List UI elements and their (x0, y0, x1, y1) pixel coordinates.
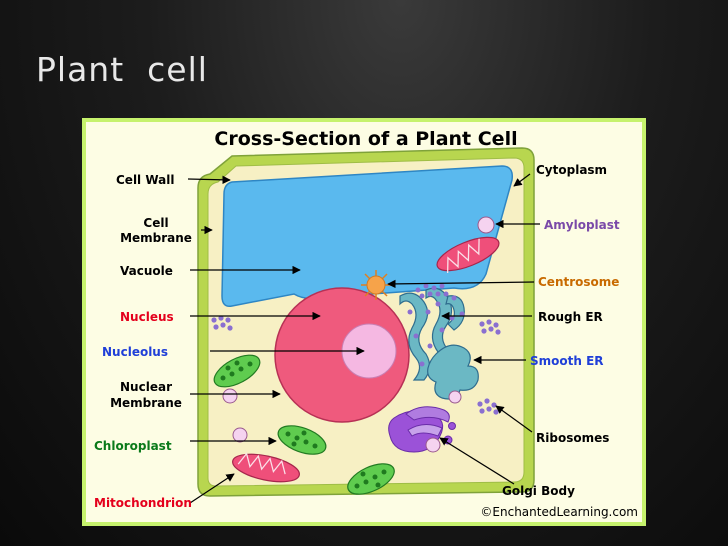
plant-cell-diagram: Cross-Section of a Plant Cell (82, 118, 646, 526)
rough-er-ribosome-dots (407, 283, 465, 367)
label-nuclear-membrane-line2: Membrane (110, 396, 182, 410)
label-nuclear-membrane-line1: Nuclear (120, 380, 172, 394)
mitochondrion-organelles (232, 236, 500, 483)
label-chloroplast: Chloroplast (94, 439, 172, 453)
label-vacuole: Vacuole (120, 264, 173, 278)
label-ribosomes: Ribosomes (536, 431, 609, 445)
credit-text: ©EnchantedLearning.com (480, 505, 638, 519)
chloroplast-thylakoids (220, 360, 387, 489)
ribosome-dots (211, 315, 501, 415)
label-cell-membrane-line1: Cell (143, 216, 168, 230)
label-amyloplast: Amyloplast (544, 218, 620, 232)
smooth-er (427, 344, 479, 400)
label-cell-wall: Cell Wall (116, 173, 174, 187)
label-arrows (187, 173, 540, 504)
label-golgi-body: Golgi Body (502, 484, 575, 498)
label-cell-membrane-line2: Membrane (120, 231, 192, 245)
label-rough-er: Rough ER (538, 310, 603, 324)
centrosome-organelle (361, 270, 391, 300)
slide-title: Plant cell (36, 50, 208, 89)
label-centrosome: Centrosome (538, 275, 619, 289)
diagram-title: Cross-Section of a Plant Cell (214, 128, 517, 150)
label-smooth-er: Smooth ER (530, 354, 604, 368)
amyloplast-organelles (222, 216, 495, 453)
label-mitochondrion: Mitochondrion (94, 496, 192, 510)
label-nucleus: Nucleus (120, 310, 174, 324)
label-cytoplasm: Cytoplasm (536, 163, 607, 177)
label-nucleolus: Nucleolus (102, 345, 168, 359)
